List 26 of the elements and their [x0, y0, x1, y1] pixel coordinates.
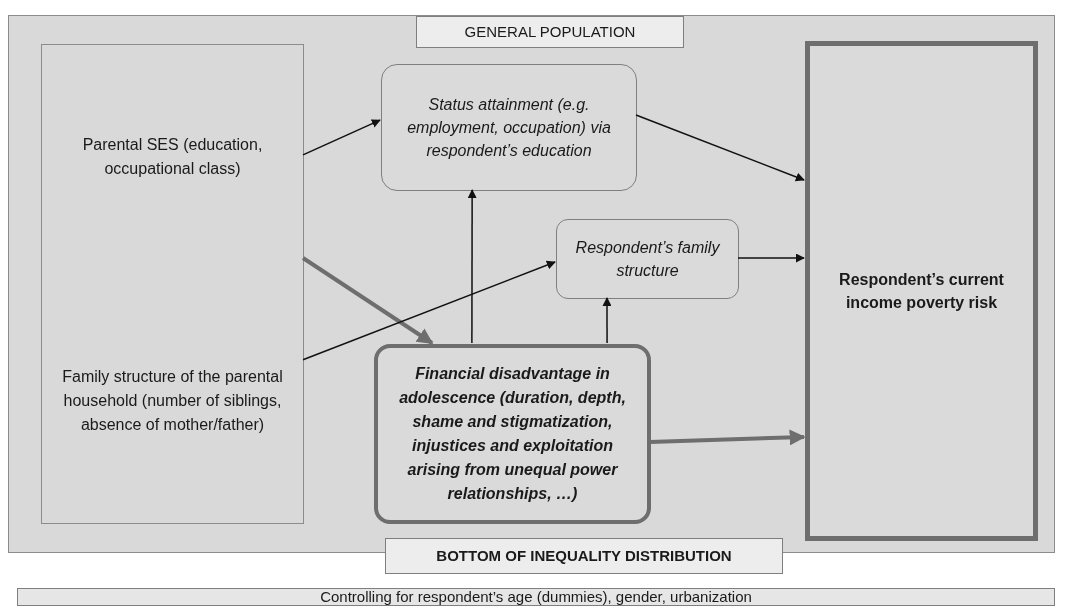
process-box [381, 64, 637, 191]
box-text: Status attainment (e.g. employment, occupation) via respondent’s education [406, 95, 612, 161]
box-text: Respondent’s family structure [574, 238, 721, 281]
arrow [301, 256, 434, 345]
arrow [737, 253, 805, 263]
control-note-bar [17, 588, 1055, 606]
arrow [602, 297, 612, 344]
outcome-box [805, 41, 1038, 541]
box-text: BOTTOM OF INEQUALITY DISTRIBUTION [436, 545, 732, 566]
factor-text: Parental SES (education, occupational class) [81, 135, 264, 179]
key-factor-box [374, 344, 651, 524]
arrow [649, 429, 806, 446]
arrow [302, 260, 556, 361]
arrow [302, 119, 381, 156]
box-text: GENERAL POPULATION [464, 21, 636, 42]
box-text: Respondent’s current income poverty risk [838, 270, 1005, 313]
factor-text: Family structure of the parental household (number of siblings, absence of mother/father) [61, 367, 284, 435]
origin-box [41, 44, 304, 524]
box-text: Controlling for respondent’s age (dummies), gender, urbanization [320, 589, 752, 605]
process-box [556, 219, 739, 299]
population-panel [8, 15, 1055, 553]
arrow [635, 114, 805, 182]
arrow [467, 189, 477, 344]
box-text: Financial disadvantage in adolescence (duration, depth, shame and stigmatization, injustices and exploitation arising from unequal power relationships, …) [398, 364, 627, 504]
population-label-box [416, 16, 684, 48]
distribution-label-box [385, 538, 783, 574]
